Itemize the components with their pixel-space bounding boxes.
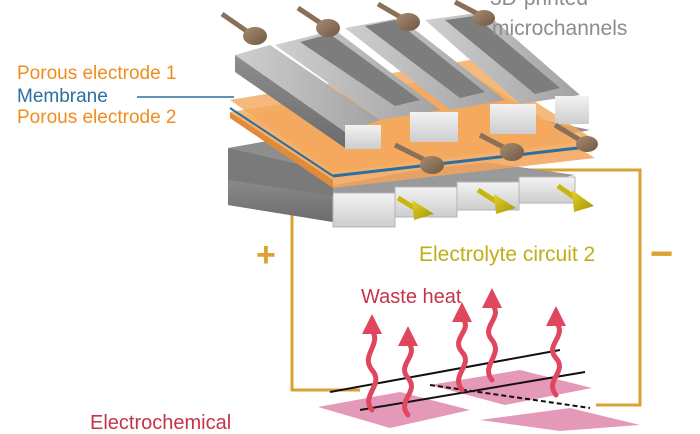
positive-terminal: + xyxy=(256,236,276,274)
microchannels-top-label: 3D-printed xyxy=(490,0,588,9)
waste-heat-arrows xyxy=(365,301,562,418)
heat-source-pads xyxy=(318,349,640,431)
porous-electrode-1-label: Porous electrode 1 xyxy=(17,63,177,84)
microchannels-label: microchannels xyxy=(492,17,628,40)
waste-heat-arrowheads xyxy=(362,288,566,346)
membrane-label: Membrane xyxy=(17,86,108,107)
electrolyte-inlet-arrows xyxy=(220,0,495,45)
top-microchannels xyxy=(235,12,589,149)
porous-electrode-2-label: Porous electrode 2 xyxy=(17,107,177,128)
electrolyte-circuit-2-label: Electrolyte circuit 2 xyxy=(419,243,596,266)
electrolyte-circuit2-arrows xyxy=(396,183,594,220)
electrolyte-outlet-arrows xyxy=(393,122,598,174)
waste-heat-label: Waste heat xyxy=(361,286,462,308)
bottom-cut-label: Electrochemical xyxy=(90,412,232,434)
negative-terminal: − xyxy=(650,232,674,276)
